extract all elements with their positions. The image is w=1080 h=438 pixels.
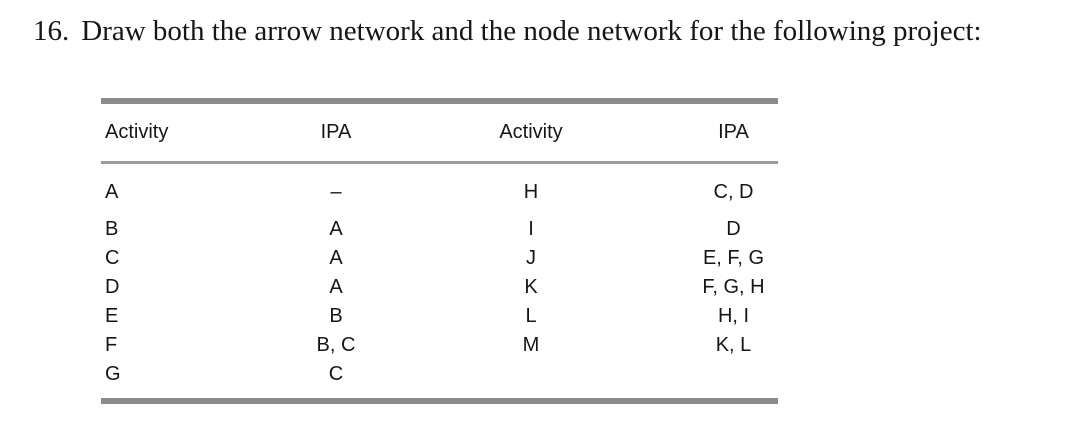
column-header-activity-left: Activity bbox=[105, 121, 169, 143]
table-top-rule bbox=[101, 98, 778, 104]
column-header-ipa-right: IPA bbox=[718, 121, 749, 143]
table-header-row: Activity IPA Activity IPA bbox=[101, 104, 778, 161]
cell-activity: I bbox=[528, 218, 534, 240]
problem-title: 16. Draw both the arrow network and the … bbox=[33, 14, 982, 48]
cell-ipa: – bbox=[330, 181, 342, 203]
cell-ipa: D bbox=[726, 218, 741, 240]
cell-activity: E bbox=[105, 305, 119, 327]
cell-activity: H bbox=[523, 181, 539, 203]
cell-ipa: B bbox=[329, 305, 343, 327]
precedence-table: Activity IPA Activity IPA A – H C, D B A… bbox=[101, 98, 778, 404]
cell-activity: F bbox=[105, 334, 118, 356]
cell-activity: A bbox=[105, 181, 119, 203]
cell-ipa: A bbox=[329, 247, 343, 269]
cell-ipa: K, L bbox=[715, 334, 752, 356]
table-row: G C bbox=[101, 360, 778, 389]
cell-activity: M bbox=[522, 334, 540, 356]
cell-ipa: F, G, H bbox=[702, 276, 765, 298]
column-header-ipa-left: IPA bbox=[320, 121, 352, 143]
cell-ipa: E, F, G bbox=[702, 247, 765, 269]
column-header-activity-right: Activity bbox=[499, 121, 563, 143]
cell-activity: J bbox=[526, 247, 536, 269]
cell-activity: L bbox=[525, 305, 537, 327]
table-row: C A J E, F, G bbox=[101, 244, 778, 273]
table-row: D A K F, G, H bbox=[101, 273, 778, 302]
table-header-rule bbox=[101, 161, 778, 164]
cell-activity bbox=[386, 360, 676, 389]
cell-ipa bbox=[676, 360, 791, 389]
cell-activity: G bbox=[105, 363, 121, 385]
cell-activity: D bbox=[105, 276, 120, 298]
cell-activity: B bbox=[105, 218, 119, 240]
cell-activity: K bbox=[524, 276, 538, 298]
cell-ipa: A bbox=[329, 276, 343, 298]
cell-ipa: B, C bbox=[316, 334, 356, 356]
table-row: A – H C, D bbox=[101, 178, 778, 207]
cell-ipa: C bbox=[328, 363, 344, 385]
problem-statement: Draw both the arrow network and the node… bbox=[81, 15, 982, 47]
table-row: E B L H, I bbox=[101, 302, 778, 331]
table-body: A – H C, D B A I D C A J E, F, G D A K bbox=[101, 164, 778, 398]
table-bottom-rule bbox=[101, 398, 778, 404]
cell-ipa: A bbox=[329, 218, 343, 240]
cell-activity: C bbox=[105, 247, 120, 269]
cell-ipa: C, D bbox=[713, 181, 754, 203]
table-row: F B, C M K, L bbox=[101, 331, 778, 360]
cell-ipa: H, I bbox=[717, 305, 750, 327]
table-row: B A I D bbox=[101, 215, 778, 244]
problem-number: 16. bbox=[33, 15, 70, 47]
